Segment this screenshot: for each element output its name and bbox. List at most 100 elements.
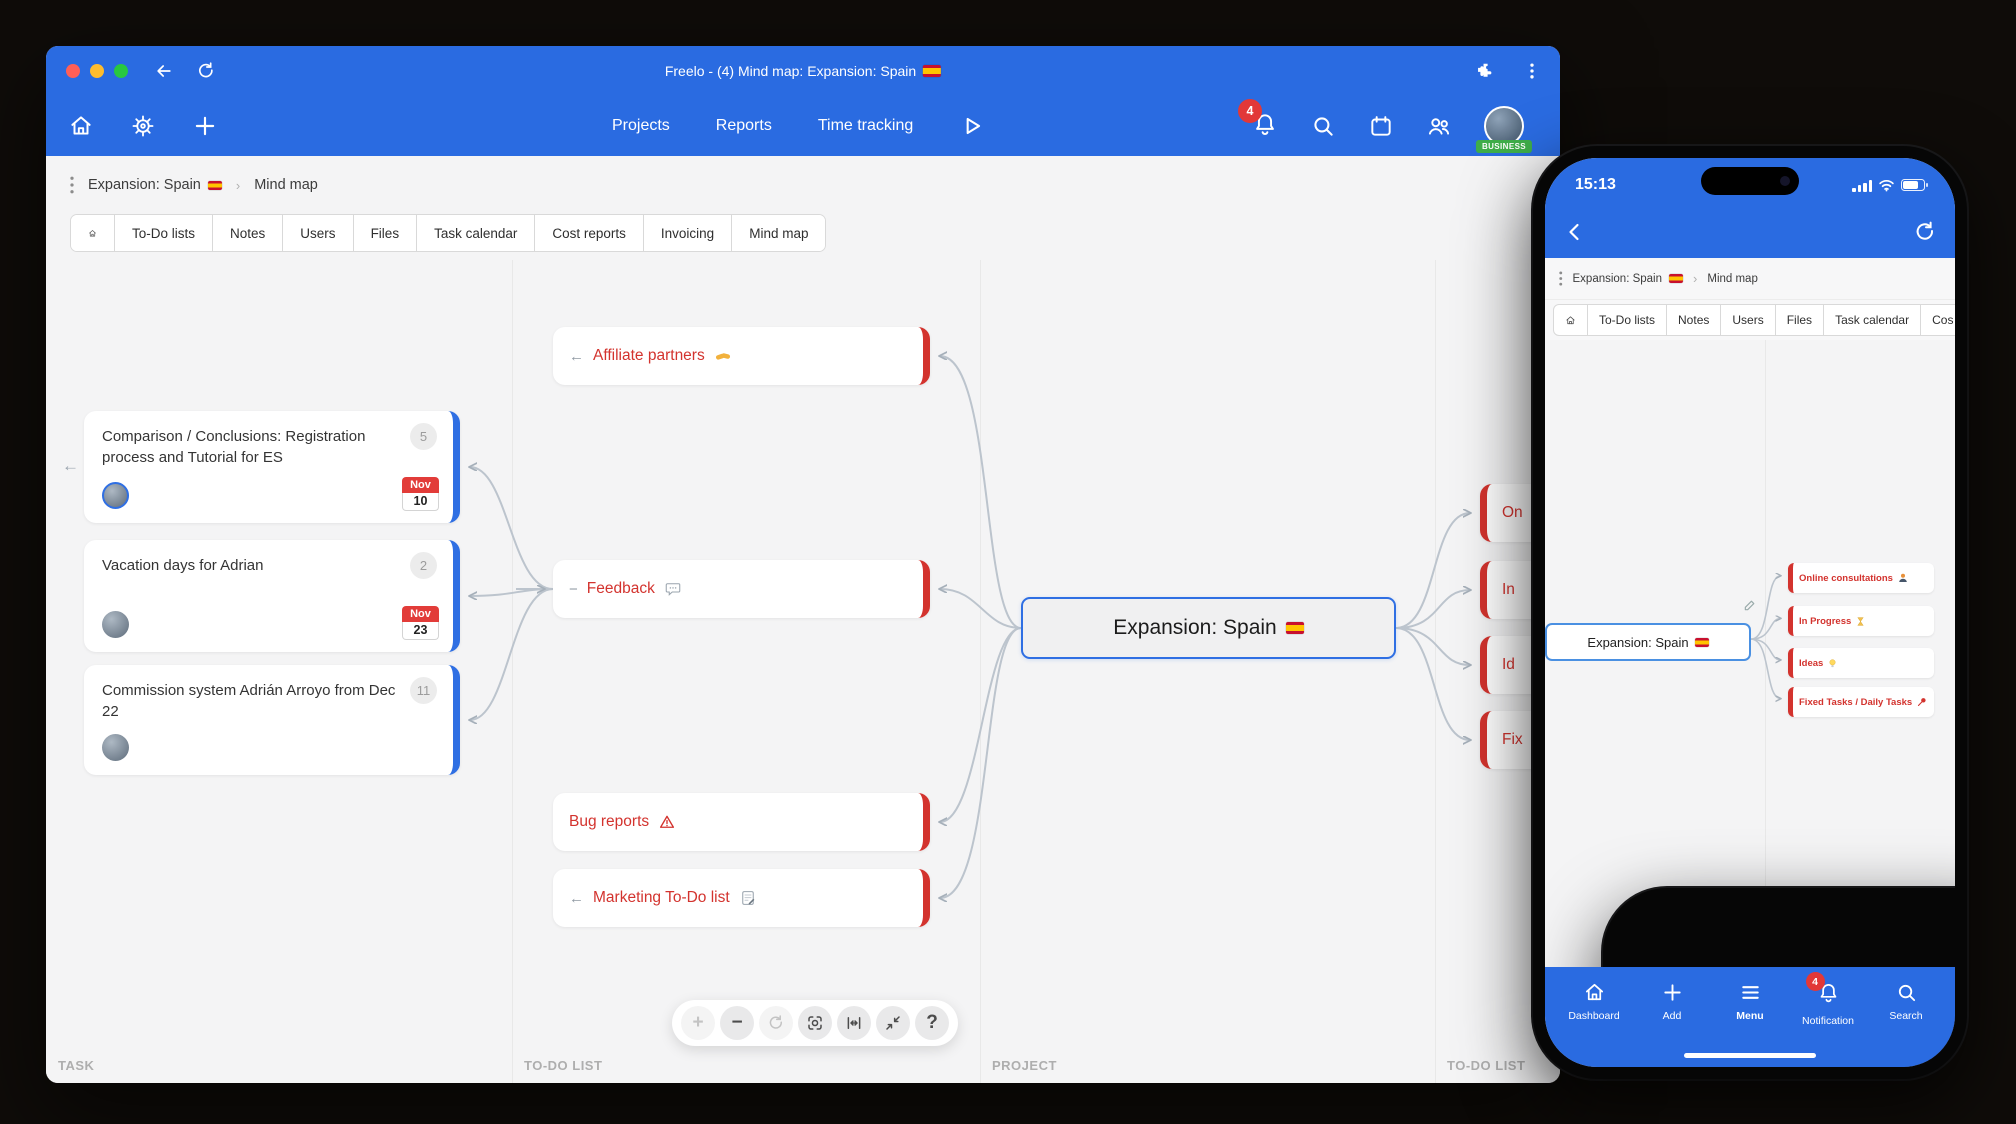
phone-breadcrumb: Expansion: Spain › Mind map	[1545, 258, 1955, 300]
tab-todo-lists[interactable]: To-Do lists	[115, 215, 214, 251]
helm-settings-icon[interactable]	[130, 113, 156, 139]
breadcrumb-project[interactable]: Expansion: Spain	[1573, 273, 1684, 285]
column-label-todo-list: TO-DO LIST	[524, 1058, 603, 1073]
tab-files[interactable]: Files	[353, 215, 418, 251]
team-users-icon[interactable]	[1426, 113, 1452, 139]
todo-list-node[interactable]: Ideas	[1788, 648, 1934, 678]
dynamic-island	[1701, 167, 1799, 195]
refresh-icon	[769, 1015, 783, 1029]
todo-list-node[interactable]: Fixed Tasks / Daily Tasks	[1788, 687, 1934, 717]
tab-task-calendar[interactable]: Task calendar	[1824, 305, 1922, 335]
calendar-icon[interactable]	[1368, 113, 1394, 139]
breadcrumb-separator: ›	[235, 177, 241, 193]
task-title: Commission system Adrián Arroyo from Dec…	[102, 682, 396, 720]
traffic-lights	[66, 64, 128, 78]
task-card[interactable]: Vacation days for Adrian 2 Nov 23	[84, 540, 460, 652]
add-plus-icon[interactable]	[192, 113, 218, 139]
tab-notes[interactable]: Notes	[213, 215, 284, 251]
tab-cost-reports[interactable]: Cost reports	[535, 215, 644, 251]
center-view-button[interactable]	[798, 1006, 832, 1040]
breadcrumb-kebab-icon[interactable]	[1559, 271, 1563, 286]
left-arrow-icon: ←	[62, 456, 79, 475]
fit-width-button[interactable]	[837, 1006, 871, 1040]
collapse-view-button[interactable]	[876, 1006, 910, 1040]
home-icon	[89, 229, 96, 236]
tab-notes[interactable]: Notes	[1667, 305, 1722, 335]
zoom-out-button[interactable]: −	[720, 1006, 754, 1040]
tab-project-home[interactable]	[1554, 305, 1588, 335]
task-card[interactable]: Comparison / Conclusions: Registration p…	[84, 411, 460, 523]
spain-flag-icon	[1694, 637, 1709, 647]
reset-view-button[interactable]	[759, 1006, 793, 1040]
project-node[interactable]: Expansion: Spain	[1545, 623, 1751, 661]
tab-invoicing[interactable]: Invoicing	[643, 215, 733, 251]
todo-list-node[interactable]: Bug reports	[553, 793, 930, 851]
mindmap-canvas[interactable]: TASK TO-DO LIST PROJECT TO-DO LIST	[46, 260, 1560, 1083]
person-at-desk-icon	[1899, 573, 1907, 582]
breadcrumb-page: Mind map	[1707, 272, 1758, 285]
tab-todo-lists[interactable]: To-Do lists	[1588, 305, 1668, 335]
todo-list-node[interactable]: In Progress	[1788, 606, 1934, 636]
assignee-avatar	[102, 734, 129, 761]
phone-mindmap-canvas[interactable]: Expansion: Spain Online consultations In…	[1545, 340, 1955, 1067]
extensions-puzzle-icon[interactable]	[1476, 61, 1496, 81]
todo-list-node[interactable]: − Feedback	[553, 560, 930, 618]
phone-screen: 15:13 Expansion: Spain › Mind map	[1545, 158, 1955, 1067]
task-card[interactable]: Commission system Adrián Arroyo from Dec…	[84, 665, 460, 775]
breadcrumb-separator: ›	[1693, 271, 1698, 286]
maximize-window-button[interactable]	[114, 64, 128, 78]
search-icon[interactable]	[1310, 113, 1336, 139]
notifications-bell-icon[interactable]	[1252, 111, 1278, 137]
hamburger-icon	[1741, 986, 1759, 999]
play-timer-icon[interactable]	[959, 113, 985, 139]
bottomnav-dashboard[interactable]: Dashboard	[1555, 981, 1633, 1067]
collapse-minus-icon[interactable]: −	[569, 580, 578, 598]
back-chevron-icon[interactable]	[1563, 220, 1587, 244]
tab-cost-reports[interactable]: Cos	[1921, 305, 1955, 335]
reload-icon[interactable]	[196, 61, 216, 81]
project-node[interactable]: Expansion: Spain	[1021, 597, 1396, 659]
kebab-menu-icon[interactable]	[1522, 61, 1542, 81]
zoom-in-button[interactable]: +	[681, 1006, 715, 1040]
phone-bottom-nav: Dashboard Add Menu 4 Notification	[1545, 967, 1955, 1067]
column-divider	[512, 260, 513, 1083]
tab-mind-map[interactable]: Mind map	[732, 215, 826, 251]
nav-projects[interactable]: Projects	[612, 117, 670, 134]
column-divider	[980, 260, 981, 1083]
todo-list-node[interactable]: ← Marketing To-Do list	[553, 869, 930, 927]
search-icon	[1898, 984, 1915, 1002]
tab-task-calendar[interactable]: Task calendar	[417, 215, 536, 251]
close-window-button[interactable]	[66, 64, 80, 78]
todo-list-node[interactable]: Online consultations	[1788, 563, 1934, 593]
nav-time-tracking[interactable]: Time tracking	[817, 117, 914, 134]
user-avatar[interactable]: BUSINESS	[1475, 106, 1533, 153]
nav-reports[interactable]: Reports	[715, 117, 772, 134]
bottomnav-add[interactable]: Add	[1633, 981, 1711, 1067]
bottomnav-menu[interactable]: Menu	[1711, 981, 1789, 1067]
handshake-icon	[715, 353, 730, 360]
bottomnav-search[interactable]: Search	[1867, 981, 1945, 1067]
due-date-badge: Nov 23	[402, 606, 439, 640]
back-icon[interactable]	[154, 61, 174, 81]
due-date-badge: Nov 10	[402, 477, 439, 511]
phone-tabs-row: To-Do lists Notes Users Files Task calen…	[1545, 300, 1955, 340]
tab-files[interactable]: Files	[1776, 305, 1825, 335]
tab-project-home[interactable]	[71, 215, 115, 251]
breadcrumb-page: Mind map	[254, 177, 318, 193]
breadcrumb-project[interactable]: Expansion: Spain	[88, 177, 222, 193]
refresh-icon[interactable]	[1913, 220, 1937, 244]
tab-users[interactable]: Users	[283, 215, 354, 251]
bell-icon	[1820, 983, 1836, 1003]
minimize-window-button[interactable]	[90, 64, 104, 78]
tab-users[interactable]: Users	[1721, 305, 1776, 335]
help-button[interactable]: ?	[915, 1006, 949, 1040]
signal-icon	[1852, 180, 1872, 192]
todo-list-node[interactable]: ← Affiliate partners	[553, 327, 930, 385]
edit-pencil-icon[interactable]	[1743, 598, 1757, 612]
fit-width-icon	[847, 1017, 861, 1029]
bottomnav-notification[interactable]: 4 Notification	[1789, 972, 1867, 1067]
spain-flag-icon	[207, 180, 222, 190]
home-icon[interactable]	[68, 113, 94, 139]
breadcrumb-kebab-icon[interactable]	[70, 176, 74, 194]
speech-bubble-icon	[665, 583, 681, 596]
